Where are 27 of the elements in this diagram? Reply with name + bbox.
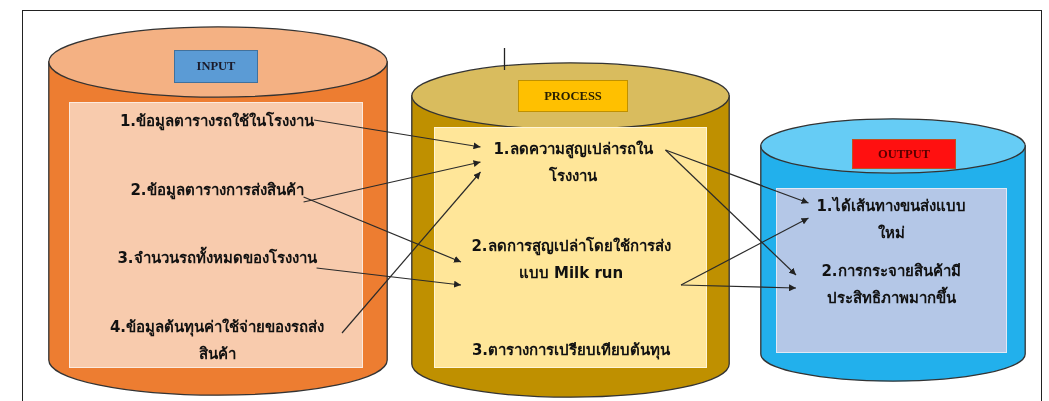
arrow <box>313 119 482 150</box>
arrow <box>315 267 462 288</box>
list-text: 3.ตารางการเปรียบเทียบต้นทุน <box>471 337 671 364</box>
cylinder-shape <box>48 26 388 396</box>
list-text: 1.ลดความสูญเปล่ารถในโรงงาน <box>480 136 666 190</box>
list-text: 3.จำนวนรถทั้งหมดของโรงงาน <box>117 245 317 272</box>
title-tag: INPUT <box>174 50 258 83</box>
arrow <box>664 149 797 276</box>
title-tag: PROCESS <box>518 80 628 112</box>
list-text: 2.การกระจายสินค้ามีประสิทธิภาพมากขึ้น <box>796 258 986 312</box>
list-text: 1.ข้อมูลตารางรถใช้ในโรงงาน <box>119 108 315 135</box>
content-panel <box>776 188 1007 353</box>
arrow <box>302 160 482 203</box>
cylinder-shape <box>411 62 730 398</box>
arrow <box>664 149 810 204</box>
arrow <box>302 196 462 263</box>
content-panel <box>434 127 707 368</box>
list-text: 1.ได้เส้นทางขนส่งแบบใหม่ <box>808 193 974 247</box>
list-text: 2.ข้อมูลตารางการส่งสินค้า <box>130 177 304 204</box>
list-text: 4.ข้อมูลต้นทุนค่าใช้จ่ายของรถส่งสินค้า <box>92 314 342 368</box>
content-panel <box>69 102 363 368</box>
arrow <box>680 217 810 286</box>
arrow <box>341 171 482 334</box>
title-tag: OUTPUT <box>852 139 956 169</box>
arrow <box>680 284 797 292</box>
list-text: 2.ลดการสูญเปล่าโดยใช้การส่งแบบ Milk run <box>461 233 681 287</box>
cylinder-shape <box>760 118 1026 382</box>
